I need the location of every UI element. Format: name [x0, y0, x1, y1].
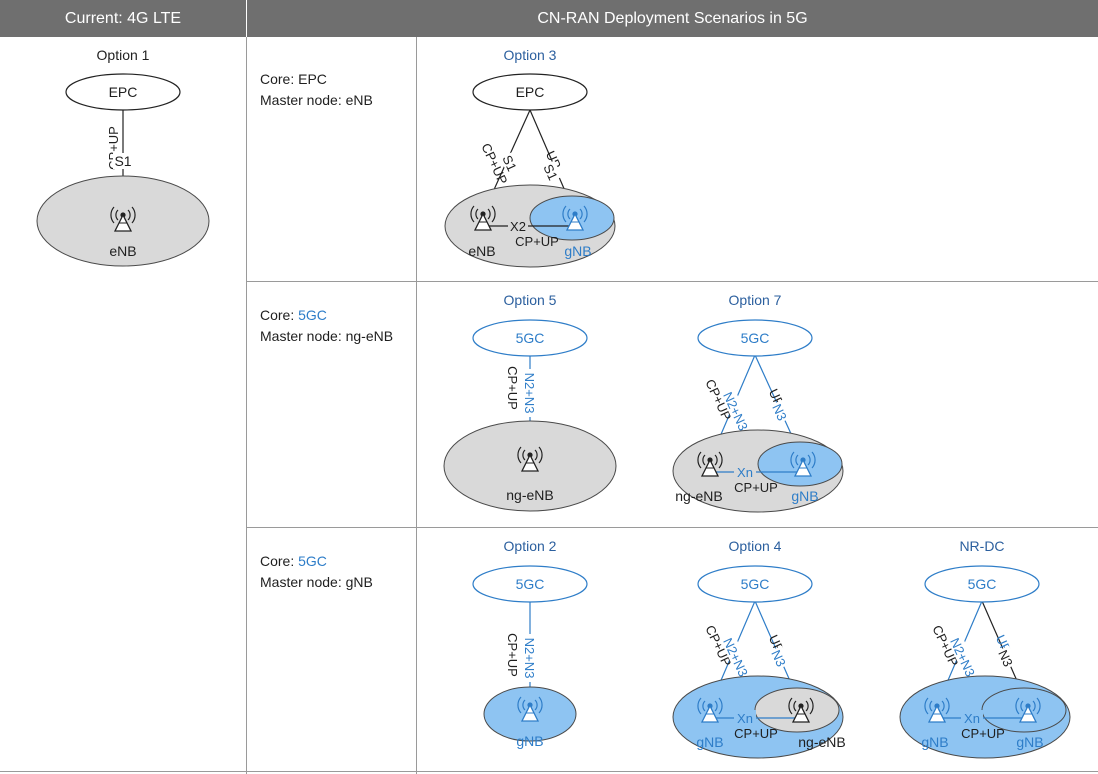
option-3-diagram: Option 3 EPC CP+UP S1 UP S1 X2 CP+UP eNB…	[444, 47, 616, 268]
core-value: 5GC	[298, 553, 327, 569]
core-label: 5GC	[968, 576, 997, 592]
option-2-title: Option 2	[504, 538, 557, 554]
secondary-iface-label: N3	[768, 648, 789, 669]
header-5g-scenarios: CN-RAN Deployment Scenarios in 5G	[247, 0, 1098, 37]
option-7-title: Option 7	[729, 292, 782, 308]
master-line: Master node: eNB	[260, 92, 373, 108]
5gc-core	[697, 319, 813, 357]
secondary-node-label: gNB	[1016, 734, 1043, 750]
header-current-lte: Current: 4G LTE	[0, 0, 246, 37]
core-value: EPC	[298, 71, 327, 87]
node-label: eNB	[109, 243, 136, 259]
x-iface-label: X2	[510, 219, 526, 234]
epc-core	[65, 73, 181, 111]
epc-core	[472, 73, 588, 111]
core-line: Core: EPC	[260, 71, 327, 87]
node-label: ng-eNB	[506, 487, 553, 503]
master-value: gNB	[345, 574, 373, 590]
gnb-cell	[529, 195, 615, 241]
node-label: gNB	[516, 733, 543, 749]
interface-type-label: CP+UP	[505, 366, 520, 410]
header-right-label: CN-RAN Deployment Scenarios in 5G	[537, 9, 808, 27]
master-value: ng-eNB	[345, 328, 394, 344]
option-4-title: Option 4	[729, 538, 782, 554]
secondary-node-label: gNB	[791, 488, 818, 504]
secondary-iface-label: S1	[540, 162, 560, 183]
option-1-title: Option 1	[97, 47, 150, 63]
x-iface-label: Xn	[964, 711, 980, 726]
secondary-node-label: gNB	[564, 243, 591, 259]
interface-label: S1	[114, 153, 131, 169]
x-type-label: CP+UP	[734, 480, 778, 495]
nr-dc-diagram: NR-DC 5GC CP+UP N2+N3 UP N3 Xn CP+UP gNB…	[899, 538, 1071, 759]
interface-label: N2+N3	[522, 373, 537, 414]
secondary-node-label: ng-eNB	[798, 734, 845, 750]
interface-label: N2+N3	[522, 638, 537, 679]
x-type-label: CP+UP	[961, 726, 1005, 741]
5gc-core	[472, 319, 588, 357]
master-node-label: gNB	[921, 734, 948, 750]
core-label: 5GC	[516, 576, 545, 592]
option-4-diagram: Option 4 5GC CP+UP N2+N3 UP N3 Xn CP+UP …	[672, 538, 846, 759]
x-iface-label: Xn	[737, 465, 753, 480]
core-label: EPC	[516, 84, 545, 100]
core-label: 5GC	[741, 576, 770, 592]
5gc-core	[472, 565, 588, 603]
master-iface-label: S1	[499, 153, 519, 174]
master-node-label: eNB	[468, 243, 495, 259]
option-5-title: Option 5	[504, 292, 557, 308]
core-value: 5GC	[298, 307, 327, 323]
option-7-diagram: Option 7 5GC CP+UP N2+N3 UP N3 Xn CP+UP …	[672, 292, 844, 513]
header-left-label: Current: 4G LTE	[64, 9, 182, 27]
interface-type-label: CP+UP	[505, 633, 520, 677]
secondary-iface-label: N3	[769, 402, 790, 423]
row-label-5gc-gnb: Core: 5GC Master node: gNB	[260, 551, 373, 593]
master-line: Master node: ng-eNB	[260, 328, 394, 344]
row-label-epc: Core: EPC Master node: eNB	[260, 69, 373, 111]
x-iface-label: Xn	[737, 711, 753, 726]
option-5-diagram: Option 5 5GC CP+UP N2+N3 ng-eNB	[443, 292, 617, 512]
gnb-cell	[757, 441, 843, 487]
x-type-label: CP+UP	[734, 726, 778, 741]
core-label: EPC	[109, 84, 138, 100]
core-line: Core: 5GC	[260, 553, 327, 569]
master-node-label: gNB	[696, 734, 723, 750]
option-2-diagram: Option 2 5GC CP+UP N2+N3 gNB	[472, 538, 588, 749]
x-type-label: CP+UP	[515, 234, 559, 249]
5gc-core	[924, 565, 1040, 603]
core-line: Core: 5GC	[260, 307, 327, 323]
master-node-label: ng-eNB	[675, 488, 722, 504]
secondary-iface-label: N3	[995, 648, 1016, 669]
master-line: Master node: gNB	[260, 574, 373, 590]
core-label: 5GC	[516, 330, 545, 346]
nr-dc-title: NR-DC	[959, 538, 1004, 554]
option-3-title: Option 3	[504, 47, 557, 63]
core-label: 5GC	[741, 330, 770, 346]
5gc-core	[697, 565, 813, 603]
table-grid	[0, 37, 1098, 774]
master-value: eNB	[345, 92, 373, 108]
option-1-diagram: Option 1 EPC CP+UP S1 eNB	[36, 47, 210, 267]
row-label-5gc-ngenb: Core: 5GC Master node: ng-eNB	[260, 305, 393, 347]
